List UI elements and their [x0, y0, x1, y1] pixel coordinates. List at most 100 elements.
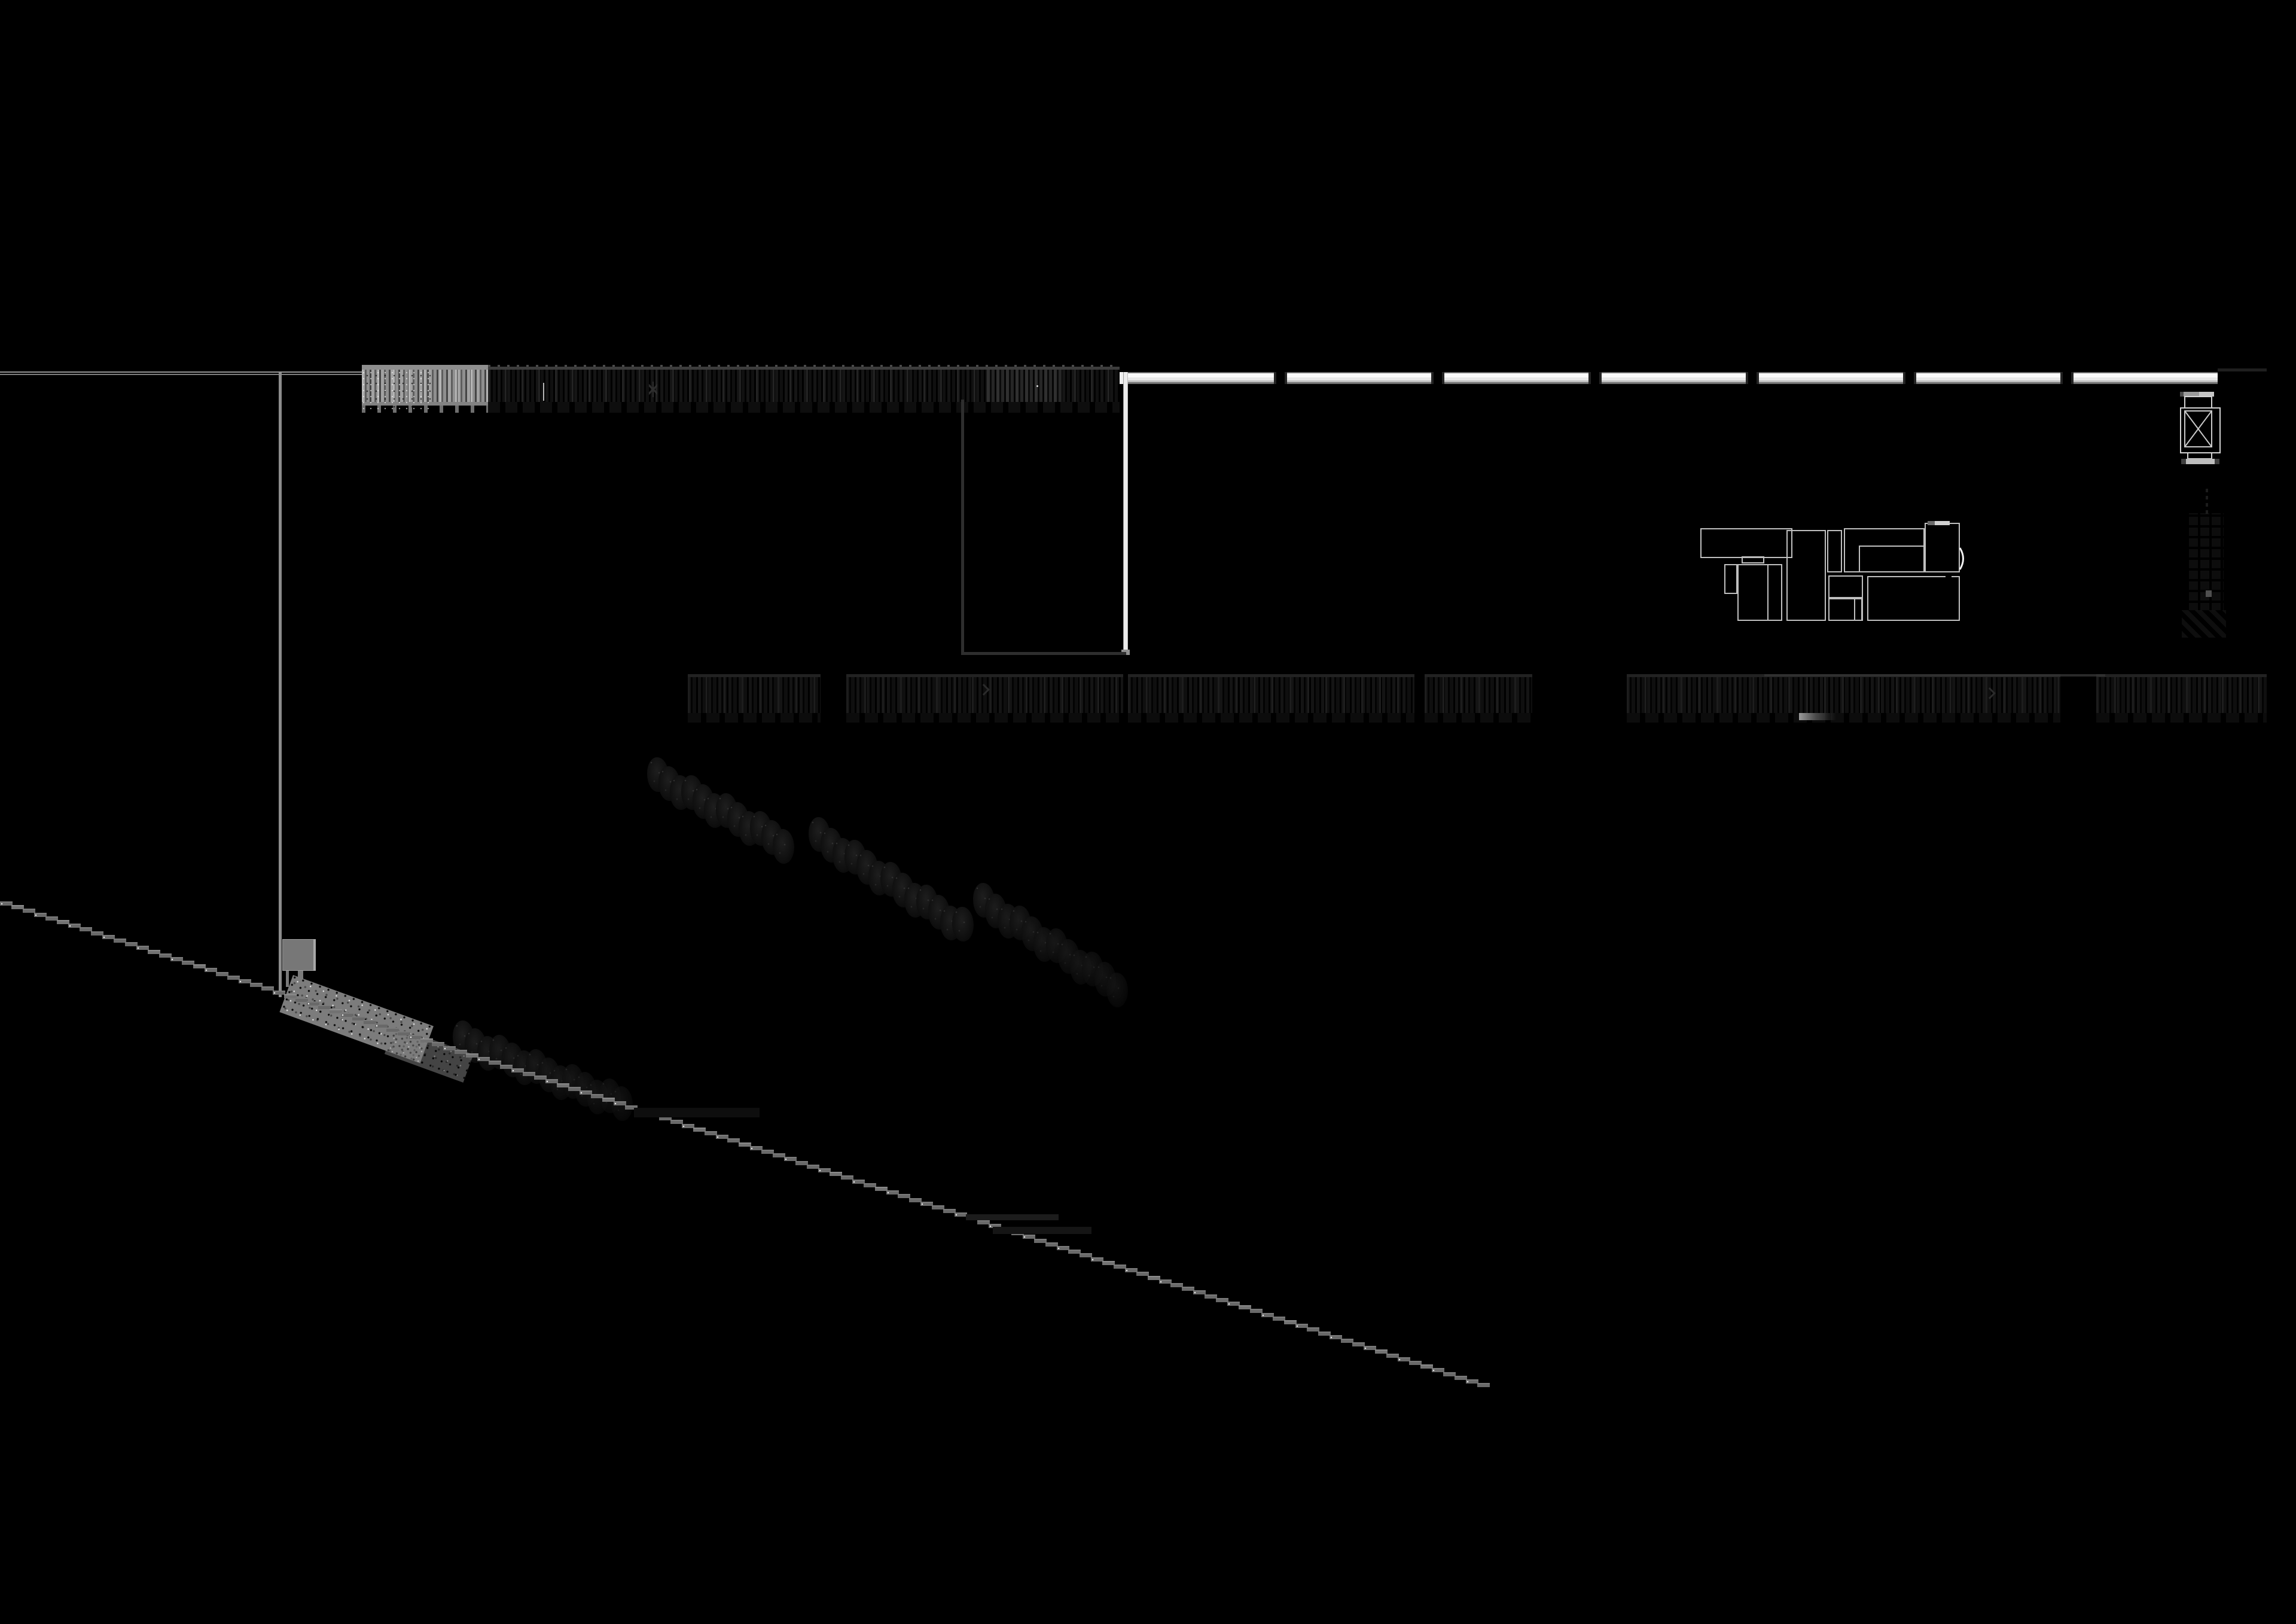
guardrail-segment	[1193, 1290, 1206, 1295]
fence-row2-seg0-slats	[688, 677, 821, 713]
white-dot	[1036, 385, 1038, 387]
plan-rect-0	[1700, 528, 1792, 558]
guardrail-segment	[1114, 1265, 1126, 1269]
guardrail-segment	[773, 1153, 785, 1158]
fence-row2-seg5-base	[2096, 713, 2267, 723]
wall-door-post	[1588, 372, 1591, 384]
guardrail-segment	[750, 1145, 763, 1150]
guardrail-segment	[716, 1135, 728, 1139]
plan-rect-3	[1724, 564, 1737, 594]
guardrail-segment	[1068, 1250, 1081, 1254]
fence-light-rail	[362, 365, 488, 370]
guardrail-segment	[1045, 1242, 1058, 1247]
guardrail-segment	[420, 1038, 433, 1043]
guardrail-segment	[80, 927, 92, 932]
guardrail-segment	[148, 949, 160, 954]
wall-horizontal-span4	[1759, 372, 1903, 384]
fence-noise-overlay	[362, 371, 434, 413]
guardrail-segment	[125, 942, 138, 947]
guardrail-segment	[1466, 1379, 1478, 1384]
fence-row2-seg1-rail	[846, 674, 1123, 677]
guardrail-segment	[1080, 1253, 1092, 1258]
fence-row2-seg1-base	[846, 713, 1123, 723]
guardrail-segment	[1455, 1375, 1467, 1380]
road-line-lower	[0, 374, 363, 375]
guardrail-segment	[227, 975, 240, 980]
plan-rect-10	[1828, 575, 1863, 598]
hedge-bush	[773, 829, 794, 864]
guardrail-segment	[1375, 1349, 1388, 1354]
fence-light-patch	[987, 370, 1062, 402]
guardrail-segment	[955, 1212, 967, 1217]
guardrail-segment	[261, 986, 274, 991]
guardrail-segment	[659, 1116, 672, 1121]
guardrail-segment	[1284, 1320, 1297, 1324]
guardrail-segment	[273, 990, 285, 995]
faint-smudge	[966, 1214, 1059, 1220]
guardrail-segment	[920, 1201, 933, 1206]
guardrail-segment	[693, 1127, 706, 1132]
guardrail-segment	[341, 1012, 353, 1017]
guardrail-segment	[284, 994, 297, 998]
tower-dashed-line	[2206, 487, 2208, 514]
fence-row2-seg2-rail	[1128, 674, 1414, 677]
fence-row2-seg4-base	[1627, 713, 2060, 723]
utility-pole	[279, 373, 282, 997]
guardrail-segment	[1273, 1316, 1285, 1321]
guardrail-segment	[1295, 1324, 1308, 1329]
guardrail-segment	[943, 1209, 956, 1214]
guardrail-segment	[398, 1031, 410, 1035]
wall-door-post	[1442, 372, 1444, 384]
guardrail-segment	[1182, 1287, 1194, 1291]
sign-board	[282, 939, 316, 971]
guardrail-segment	[330, 1008, 342, 1013]
fence-row2-seg5-rail	[2096, 674, 2267, 677]
guardrail-segment	[898, 1194, 910, 1199]
guardrail-segment	[568, 1086, 581, 1091]
guardrail-segment	[1477, 1383, 1490, 1388]
guardrail-segment	[11, 905, 24, 910]
guardrail-segment	[818, 1168, 831, 1172]
fence-row2-bright-rail	[1764, 674, 2105, 677]
plan-rect-5	[1786, 530, 1826, 621]
guardrail-segment	[761, 1149, 774, 1154]
guardrail-segment	[977, 1220, 990, 1224]
guardrail-segment	[193, 964, 206, 969]
wall-door-post	[1914, 372, 1916, 384]
guardrail-segment	[534, 1075, 547, 1080]
wall-horizontal-span5	[1916, 372, 2060, 384]
fence-row2-seg0-rail	[688, 674, 821, 677]
wall-door-post	[1757, 372, 1759, 384]
fence-row2-seg0-base	[688, 713, 821, 723]
wall-door-post	[1746, 372, 1748, 384]
guardrail-segment	[489, 1061, 501, 1065]
door-threshold	[1928, 521, 1950, 525]
guardrail-segment	[1420, 1364, 1433, 1369]
hedge-bush	[1106, 973, 1128, 1007]
guardrail-segment	[841, 1175, 853, 1180]
guardrail-segment	[91, 931, 103, 936]
faint-smudge	[993, 1227, 1091, 1234]
guardrail-segment	[1057, 1246, 1069, 1251]
guardrail-segment	[875, 1186, 888, 1191]
guardrail-segment	[1205, 1294, 1217, 1299]
guardrail-segment	[1125, 1268, 1138, 1273]
guardrail-segment	[545, 1079, 558, 1084]
guardrail-segment	[1307, 1327, 1319, 1332]
road-line-upper	[0, 371, 363, 373]
guardrail-segment	[602, 1098, 615, 1102]
guardrail-segment	[1330, 1334, 1342, 1339]
plan-rect-6	[1827, 530, 1842, 572]
guardrail-segment	[45, 916, 58, 921]
guardrail-segment	[0, 901, 13, 906]
guardrail-segment	[614, 1101, 626, 1106]
elevator-symbol	[2180, 392, 2221, 464]
wall-horizontal-span3	[1602, 372, 1746, 384]
guardrail-segment	[1409, 1361, 1422, 1366]
guardrail-segment	[523, 1071, 535, 1076]
guardrail-segment	[1034, 1238, 1047, 1243]
guardrail-segment	[727, 1138, 740, 1143]
wall-vertical	[1123, 372, 1128, 650]
guardrail-segment	[364, 1020, 376, 1025]
